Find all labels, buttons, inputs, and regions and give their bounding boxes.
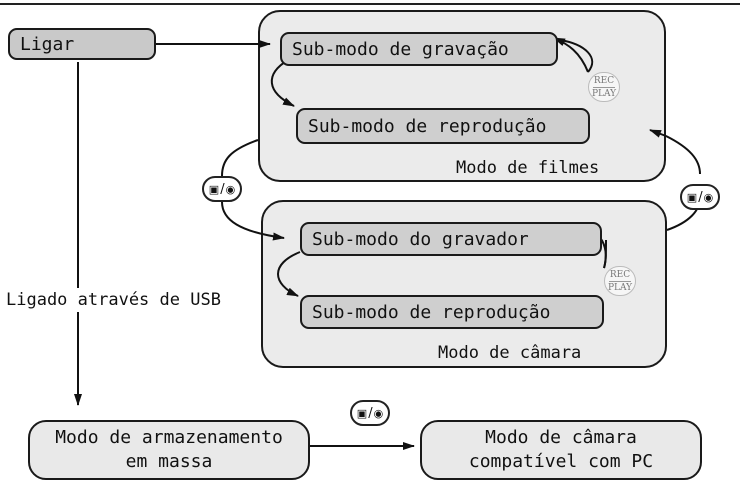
pc-camera-line1: Modo de câmara — [485, 427, 637, 448]
arrow-movie-to-camera — [221, 139, 284, 238]
mode-switch-button-bottom: ▣ / ◉ — [350, 400, 390, 426]
play-label: PLAY — [591, 88, 617, 99]
rec-label: REC — [593, 75, 615, 86]
still-camera-icon: ◉ — [703, 190, 714, 204]
movie-camera-icon: ▣ — [356, 406, 368, 420]
still-camera-icon: ◉ — [373, 406, 384, 420]
rec-play-divider — [593, 86, 615, 88]
movie-play-submode-label: Sub-modo de reprodução — [308, 115, 547, 137]
movie-record-submode-label: Sub-modo de gravação — [292, 38, 509, 60]
mode-switch-button-left: ▣ / ◉ — [202, 176, 242, 202]
movie-play-submode: Sub-modo de reprodução — [296, 108, 590, 144]
still-camera-icon: ◉ — [225, 182, 236, 196]
camera-record-submode: Sub-modo do gravador — [300, 222, 602, 256]
mass-storage-line2: em massa — [125, 451, 213, 472]
power-on-box: Ligar — [8, 28, 156, 60]
mass-storage-line1: Modo de armazenamento — [55, 427, 283, 448]
movie-mode-title: Modo de filmes — [456, 158, 600, 178]
arrow-camera-rec-to-play — [277, 251, 301, 297]
pc-camera-line2: compatível com PC — [468, 451, 654, 472]
rec-label: REC — [609, 269, 631, 280]
pc-camera-mode-box: Modo de câmara compatível com PC — [420, 420, 702, 480]
camera-play-submode: Sub-modo de reprodução — [300, 295, 604, 329]
mass-storage-mode-box: Modo de armazenamento em massa — [28, 420, 310, 480]
top-rule — [0, 3, 740, 5]
usb-connection-label: Ligado através de USB — [6, 288, 221, 312]
power-on-label: Ligar — [20, 33, 75, 55]
arrow-movie-rec-to-play — [270, 59, 295, 107]
camera-play-submode-label: Sub-modo de reprodução — [312, 301, 551, 323]
arrow-movie-play-to-rec — [559, 39, 594, 73]
separator: / — [220, 181, 225, 197]
mode-switch-button-right: ▣ / ◉ — [680, 184, 720, 210]
separator: / — [698, 189, 703, 205]
arrow-camera-to-movie — [650, 130, 701, 231]
separator: / — [368, 405, 373, 421]
rec-play-button-camera: REC PLAY — [604, 266, 636, 296]
play-label: PLAY — [607, 282, 633, 293]
rec-play-divider — [609, 280, 631, 282]
movie-camera-icon: ▣ — [686, 190, 698, 204]
movie-record-submode: Sub-modo de gravação — [280, 32, 558, 66]
camera-record-submode-label: Sub-modo do gravador — [312, 228, 529, 250]
rec-play-button-movie: REC PLAY — [588, 72, 620, 102]
movie-camera-icon: ▣ — [208, 182, 220, 196]
camera-mode-title: Modo de câmara — [438, 343, 582, 363]
